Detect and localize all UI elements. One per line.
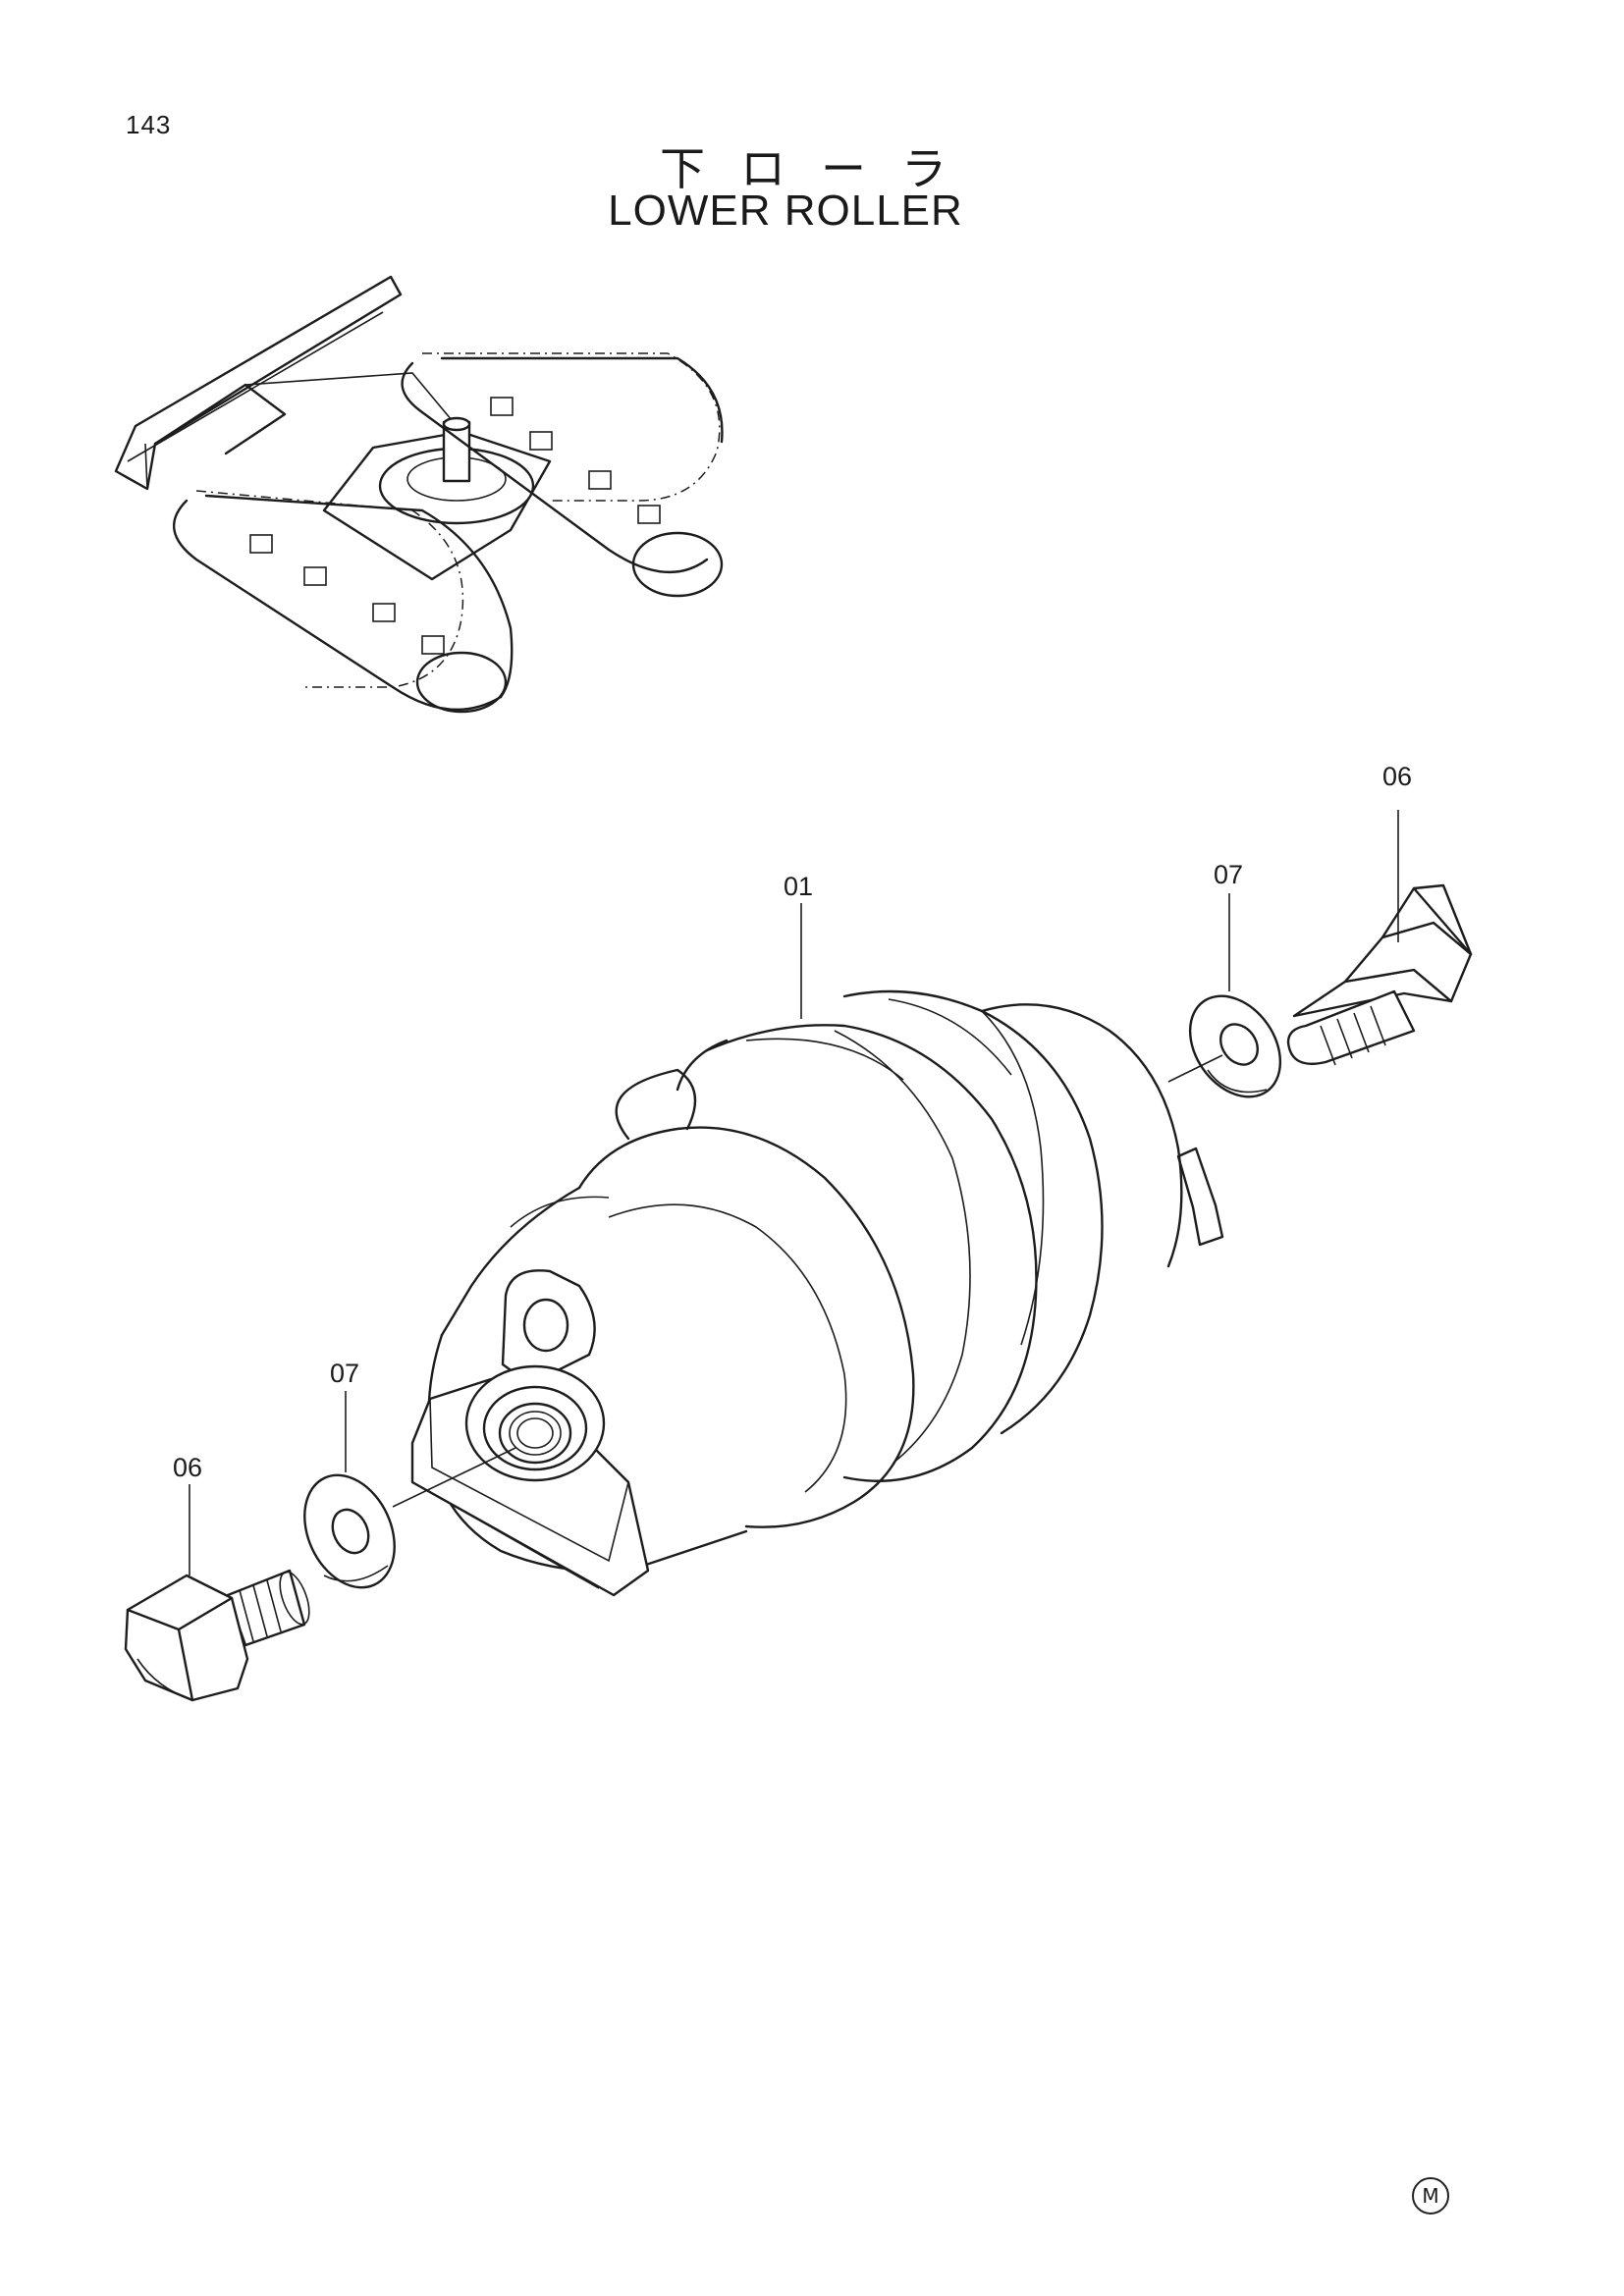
callout-07-left: 07 <box>330 1359 360 1388</box>
title-english: LOWER ROLLER <box>608 187 963 235</box>
page-number: 143 <box>126 110 172 139</box>
bolt-left <box>124 1569 310 1702</box>
callout-07-right: 07 <box>1214 860 1244 889</box>
lower-roller-body <box>410 989 1224 1597</box>
callout-06-right: 06 <box>1382 762 1413 791</box>
callout-01: 01 <box>784 872 814 901</box>
undercarriage-locator-illustration <box>114 275 724 714</box>
bolt-right <box>1286 883 1473 1066</box>
washer-right <box>1188 994 1282 1098</box>
registered-mark: M <box>1412 2177 1449 2215</box>
title-japanese: 下ローラ <box>660 142 982 195</box>
callout-06-left: 06 <box>173 1453 203 1482</box>
washer-left <box>303 1473 396 1589</box>
